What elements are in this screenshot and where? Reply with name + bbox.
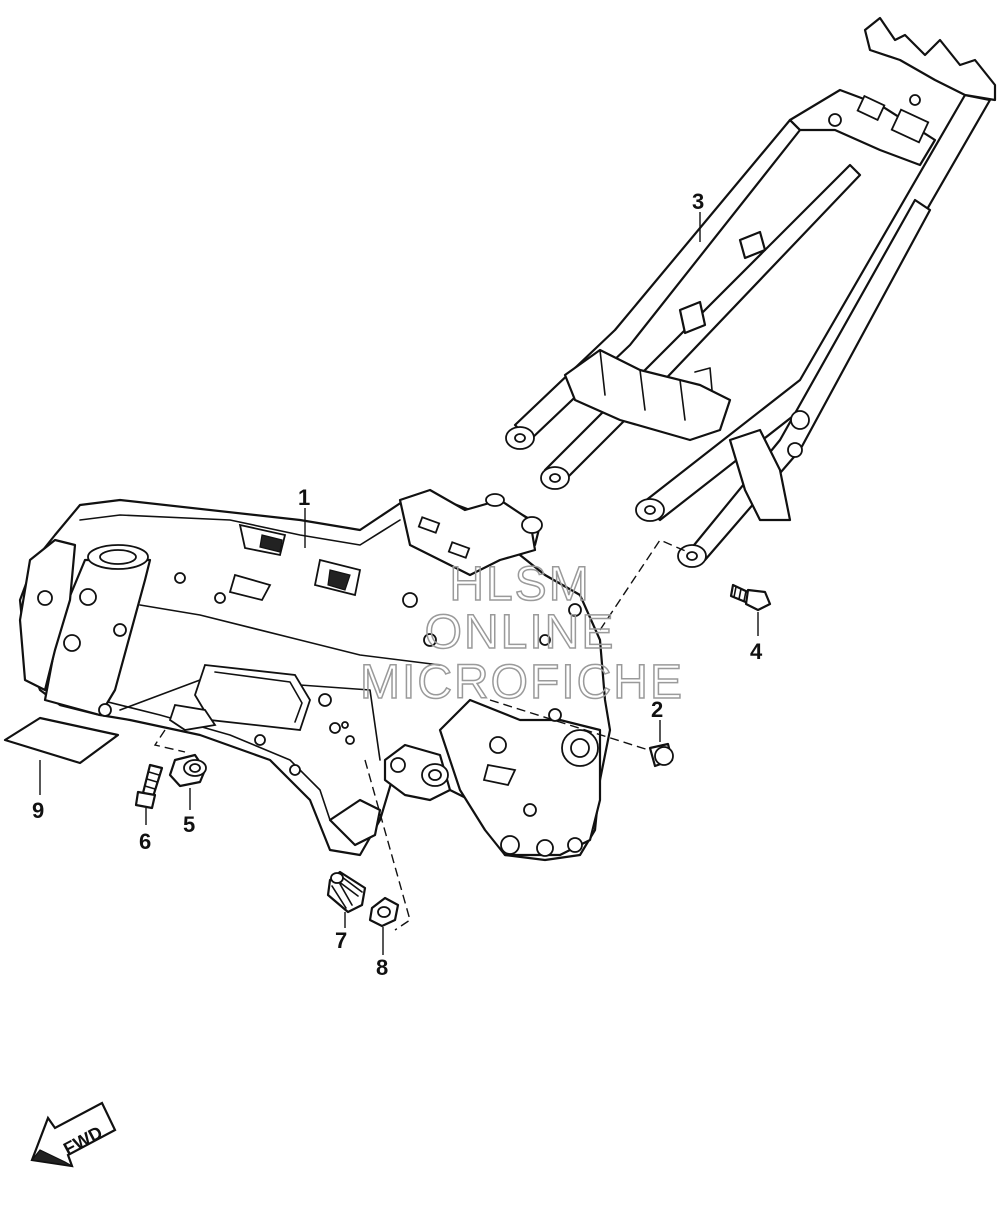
callout-5: 5 [183, 812, 195, 837]
watermark-line-2: ONLINE [425, 606, 616, 659]
callout-1: 1 [298, 485, 310, 510]
callout-6: 6 [139, 829, 151, 854]
steering-head [43, 544, 152, 717]
part-6-bolt[interactable] [134, 763, 164, 825]
fwd-arrow-icon: FWD [30, 1101, 117, 1168]
rear-frame-mount-eye [540, 466, 570, 490]
rear-frame-part-3[interactable] [505, 16, 997, 568]
part-7-stud[interactable] [326, 870, 367, 928]
rear-frame-mount-eye [677, 544, 707, 568]
callout-2: 2 [651, 697, 663, 722]
part-2-bolt[interactable] [648, 720, 674, 768]
watermark: HLSM ONLINE MICROFICHE [359, 557, 684, 710]
assembly-lines [153, 539, 691, 931]
leader-lines [304, 212, 701, 548]
watermark-line-3: MICROFICHE [360, 656, 684, 709]
frame-cutout [194, 664, 311, 731]
rear-frame-mount-eye [635, 498, 665, 522]
callout-labels: 1 2 3 4 5 6 7 8 9 [32, 189, 763, 980]
part-4-bolt[interactable] [729, 583, 772, 636]
main-frame-part-1[interactable] [18, 488, 612, 862]
rear-frame-mount-eye [505, 426, 535, 450]
part-9-label[interactable] [3, 716, 120, 795]
callout-4: 4 [750, 639, 763, 664]
watermark-line-1: HLSM [449, 558, 590, 611]
swingarm-pivot [438, 698, 602, 857]
part-5-collar[interactable] [168, 753, 207, 810]
callout-7: 7 [335, 928, 347, 953]
callout-8: 8 [376, 955, 388, 980]
callout-9: 9 [32, 798, 44, 823]
part-8-nut[interactable] [368, 896, 400, 955]
callout-3: 3 [692, 189, 704, 214]
